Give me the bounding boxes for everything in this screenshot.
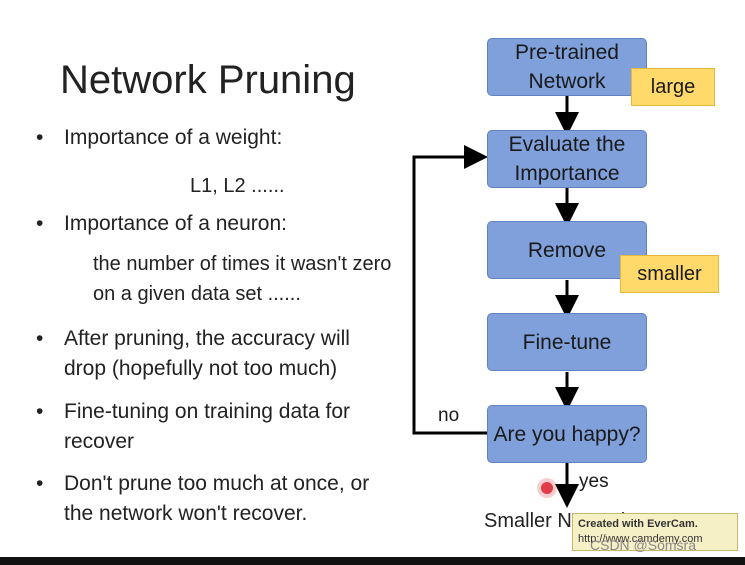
yes-label: yes — [579, 471, 609, 492]
cursor-dot-icon — [541, 482, 553, 494]
bullet-dot-icon: • — [36, 472, 44, 495]
remove-box: Remove — [487, 221, 647, 279]
bullet-text: Don't prune too much at once, or the net… — [64, 472, 370, 525]
watermark-line1: Created with EverCam. — [578, 518, 698, 530]
no-label: no — [438, 405, 460, 426]
fine-tune-box: Fine-tune — [487, 313, 647, 371]
bullet-dot-icon: • — [36, 126, 44, 149]
bullet-text: After pruning, the accuracy will drop (h… — [64, 327, 350, 380]
bullet-dot-icon: • — [36, 400, 44, 423]
are-you-happy-box: Are you happy? — [487, 405, 647, 463]
evercam-watermark: Created with EverCam. http://www.camdemy… — [572, 513, 738, 551]
bullet-dot-icon: • — [36, 212, 44, 235]
bullet-subtext: the number of times it wasn't zero on a … — [93, 253, 392, 305]
bullet-text: Importance of a weight: — [64, 126, 283, 149]
pretrained-network-box: Pre-trained Network — [487, 38, 647, 96]
evaluate-importance-box: Evaluate the Importance — [487, 130, 647, 188]
bullet-subtext: L1, L2 ...... — [190, 175, 285, 197]
csdn-watermark: CSDN @Somsra — [590, 537, 697, 553]
watermark-line2: http://www.camdemy.com — [578, 533, 703, 545]
bullet-text: Fine-tuning on training data for recover — [64, 400, 351, 453]
smaller-tag: smaller — [620, 255, 719, 293]
bottom-bar — [0, 557, 745, 565]
large-tag: large — [631, 68, 715, 106]
bullet-dot-icon: • — [36, 327, 44, 350]
bullet-text: Importance of a neuron: — [64, 212, 287, 235]
slide-title: Network Pruning — [60, 58, 356, 102]
arrow-no-loop — [412, 145, 488, 435]
